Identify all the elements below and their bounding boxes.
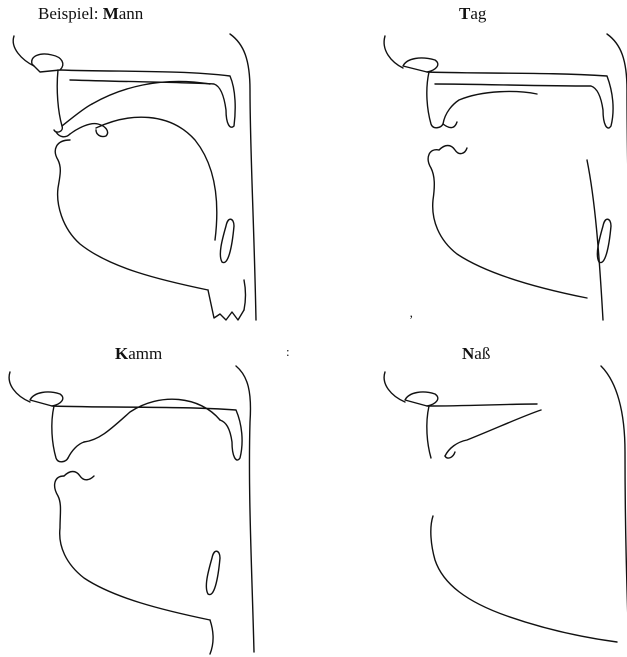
diagram-panel-nass: Naß [317, 332, 627, 657]
vocal-tract-drawing [317, 332, 627, 657]
vocal-tract-drawing [0, 0, 310, 325]
stray-mark: ʼ [409, 312, 413, 328]
vocal-tract-drawing [0, 332, 310, 657]
vocal-tract-drawing [317, 0, 627, 325]
diagram-panel-kamm: Kamm [0, 332, 310, 657]
diagram-panel-tag: Tag ʼ [317, 0, 627, 325]
stray-mark: : [286, 344, 290, 360]
diagram-panel-mann: Beispiel: Mann [0, 0, 310, 325]
